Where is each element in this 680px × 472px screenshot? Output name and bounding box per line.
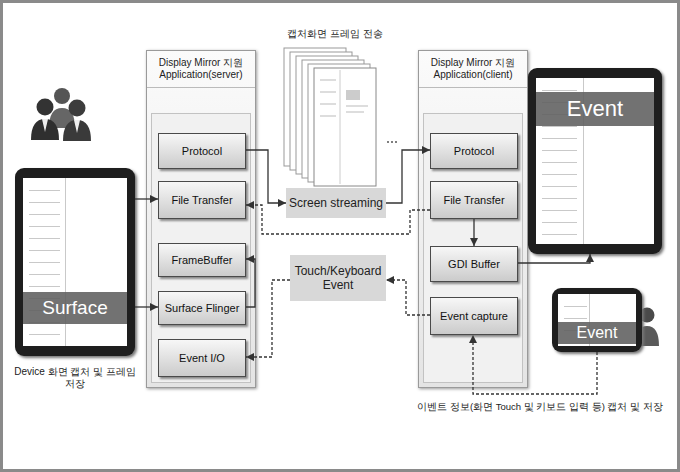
screen-line	[542, 162, 577, 163]
node-label: Event capture	[440, 310, 508, 322]
people-icon-left-part	[42, 119, 48, 132]
people-icon-left	[31, 88, 91, 141]
process-box: Protocol	[158, 133, 246, 169]
screen-label: Surface	[23, 292, 127, 324]
process-box: File Transfer	[158, 181, 246, 219]
client-panel: Display Mirror 지원 Application(client) Pro…	[418, 50, 528, 388]
event-box: Touch/Keyboard Event	[290, 255, 386, 301]
dashed-connector	[246, 205, 430, 234]
dashed-connector	[473, 335, 597, 394]
stream-band: Screen streaming	[286, 188, 386, 218]
frame-stack-part	[387, 141, 389, 143]
process-box: Surface Flinger	[158, 291, 246, 325]
screen-line	[29, 274, 60, 275]
panel-title: Display Mirror 지원 Application(client)	[419, 51, 527, 88]
frame-stack-part	[314, 68, 376, 186]
dashed-connector	[246, 280, 290, 357]
node-label: Screen streaming	[289, 196, 383, 210]
process-box: Event I/O	[158, 339, 246, 377]
screen-line	[542, 210, 577, 211]
screen-line	[542, 198, 577, 199]
frame-stack-part	[340, 70, 341, 184]
frame-stack-part	[391, 141, 393, 143]
process-box: Event capture	[430, 297, 518, 335]
connector-arrow	[246, 150, 286, 203]
screen-line	[542, 186, 577, 187]
frame-stack-part	[346, 112, 364, 113]
people-icon-left-part	[54, 88, 70, 104]
node-label: File Transfer	[171, 194, 232, 206]
note-label: 캡처화면 프레임 전송	[276, 28, 394, 40]
screen-line	[564, 306, 587, 307]
screen-line	[29, 238, 60, 239]
process-box: File Transfer	[430, 181, 518, 219]
screen-line	[29, 226, 60, 227]
screen-line	[542, 90, 577, 91]
node-label: Surface Flinger	[165, 302, 240, 314]
people-icon-left-part	[63, 120, 91, 141]
connector-arrow	[518, 254, 590, 263]
screen-line	[542, 126, 577, 127]
process-box: Protocol	[430, 133, 518, 169]
server-panel: Display Mirror 지원 Application(server) Pro…	[146, 50, 256, 388]
people-icon-left-part	[31, 119, 59, 140]
frame-stack-part	[346, 106, 368, 107]
screen-label: Event	[558, 322, 636, 344]
process-box: GDI Buffer	[430, 246, 518, 282]
screen-line	[542, 174, 577, 175]
phone-device: Event	[552, 288, 642, 352]
node-label: Protocol	[182, 145, 222, 157]
node-label: FrameBuffer	[172, 254, 233, 266]
screen-line	[29, 250, 60, 251]
screen-line	[542, 150, 577, 151]
frame-stack-part	[320, 92, 336, 93]
connector-arrow	[386, 150, 430, 203]
people-icon-left-part	[74, 120, 80, 133]
tablet-device: Surface	[15, 168, 135, 356]
frame-stack-part	[320, 116, 336, 117]
dashed-connector	[386, 280, 430, 315]
screen-line	[29, 262, 60, 263]
frame-stack	[284, 48, 397, 186]
panel-title: Display Mirror 지원 Application(server)	[147, 51, 255, 88]
people-icon-left-part	[37, 99, 54, 116]
screen-line	[542, 234, 577, 235]
screen-line	[29, 214, 60, 215]
connector-arrow	[135, 198, 158, 199]
screen-line	[29, 334, 60, 335]
screen-line	[542, 138, 577, 139]
screen-line	[542, 222, 577, 223]
screen-line	[564, 318, 587, 319]
node-label: File Transfer	[443, 194, 504, 206]
connector-arrow	[473, 219, 474, 246]
frame-stack-part	[346, 90, 360, 100]
process-box: FrameBuffer	[158, 243, 246, 277]
screen-line	[29, 286, 60, 287]
frame-stack-part	[320, 80, 336, 81]
connector-arrow	[135, 306, 158, 307]
note-label: Device 화면 캡처 및 프레임 저장	[10, 366, 140, 390]
screen-label: Event	[536, 92, 654, 126]
screen-line	[29, 190, 60, 191]
node-label: Protocol	[454, 145, 494, 157]
node-label: GDI Buffer	[448, 258, 500, 270]
node-label: Event I/O	[179, 352, 225, 364]
connector-arrow	[246, 259, 255, 307]
node-label: Touch/Keyboard Event	[290, 264, 386, 292]
screen-line	[29, 202, 60, 203]
people-icon-left-part	[69, 100, 86, 117]
frame-stack-part	[320, 104, 336, 105]
note-label: 이벤트 정보(화면 Touch 및 키보드 입력 등) 캡처 및 저장	[404, 401, 676, 413]
frame-stack-part	[395, 141, 397, 143]
tablet-device: Event	[528, 68, 662, 254]
